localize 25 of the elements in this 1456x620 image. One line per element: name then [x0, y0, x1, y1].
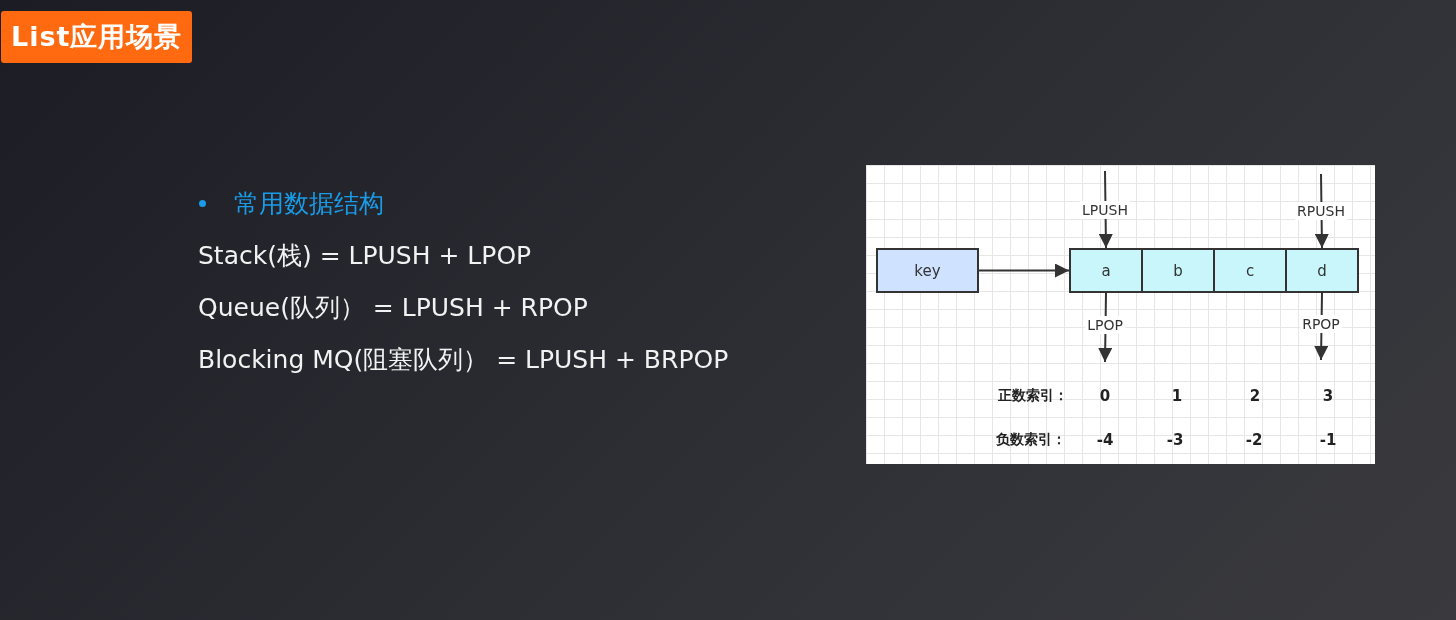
index-number: -1	[1319, 431, 1337, 449]
index-number: -2	[1245, 431, 1263, 449]
list-cell: c	[1213, 248, 1287, 293]
formula-text: Queue(队列） = LPUSH + RPOP	[198, 291, 588, 324]
index-number: 1	[1171, 387, 1183, 405]
formula-text: Blocking MQ(阻塞队列） = LPUSH + BRPOP	[198, 343, 729, 376]
edge-label: LPUSH	[1080, 201, 1130, 219]
key-box: key	[876, 248, 979, 293]
edge-label: LPOP	[1085, 316, 1125, 334]
index-number: -4	[1096, 431, 1114, 449]
index-label: 正数索引：	[998, 387, 1068, 405]
index-number: 3	[1322, 387, 1334, 405]
list-cell: b	[1141, 248, 1215, 293]
index-number: -3	[1166, 431, 1184, 449]
index-number: 0	[1099, 387, 1111, 405]
edge-label: RPOP	[1300, 315, 1342, 333]
list-cell: a	[1069, 248, 1143, 293]
list-cell: d	[1285, 248, 1359, 293]
index-label: 负数索引：	[996, 431, 1066, 449]
edge-label: RPUSH	[1295, 202, 1347, 220]
title-badge: List应用场景	[1, 11, 193, 63]
index-number: 2	[1249, 387, 1261, 405]
formula-text: Stack(栈) = LPUSH + LPOP	[198, 239, 532, 272]
bullet-item: 常用数据结构	[234, 187, 384, 220]
arrow	[978, 263, 1070, 278]
